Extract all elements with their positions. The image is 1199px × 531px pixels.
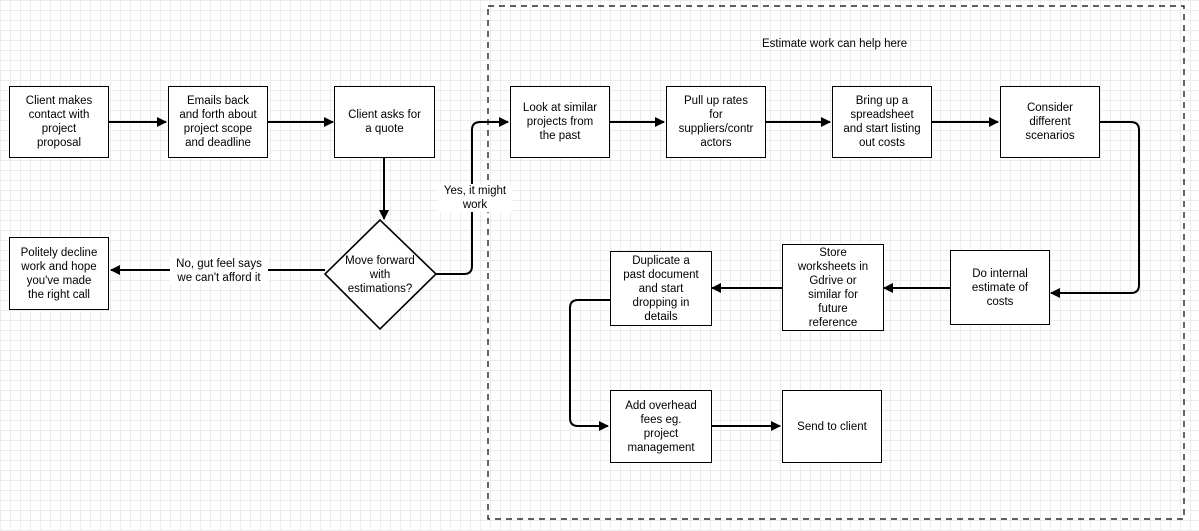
edge-scenarios-to-internal: [1050, 121, 1140, 298]
node-scenarios[interactable]: Consider different scenarios: [1000, 86, 1100, 158]
node-pull-rates[interactable]: Pull up rates for suppliers/contr actors: [666, 86, 766, 158]
node-overhead-fees[interactable]: Add overhead fees eg. project management: [610, 390, 712, 463]
node-similar-projects[interactable]: Look at similar projects from the past: [510, 86, 610, 158]
estimate-region-box: [487, 5, 1185, 520]
node-internal-estimate[interactable]: Do internal estimate of costs: [950, 250, 1050, 325]
decision-diamond[interactable]: [323, 218, 438, 331]
decision-text: Move forward with estimations?: [345, 255, 415, 295]
node-decline[interactable]: Politely decline work and hope you've ma…: [9, 237, 109, 310]
node-store-worksheets[interactable]: Store worksheets in Gdrive or similar fo…: [782, 244, 884, 331]
edge-label-no: No, gut feel says we can't afford it: [170, 257, 268, 285]
node-spreadsheet[interactable]: Bring up a spreadsheet and start listing…: [832, 86, 932, 158]
edge-label-yes: Yes, it might work: [438, 184, 512, 212]
node-duplicate-doc[interactable]: Duplicate a past document and start drop…: [610, 251, 712, 326]
region-label: Estimate work can help here: [762, 38, 908, 50]
node-asks-quote[interactable]: Client asks for a quote: [334, 86, 435, 158]
node-emails-back[interactable]: Emails back and forth about project scop…: [168, 86, 268, 158]
node-send-client[interactable]: Send to client: [782, 390, 882, 463]
node-client-contact[interactable]: Client makes contact with project propos…: [9, 86, 109, 158]
edge-duplicate-to-overhead: [569, 299, 610, 431]
